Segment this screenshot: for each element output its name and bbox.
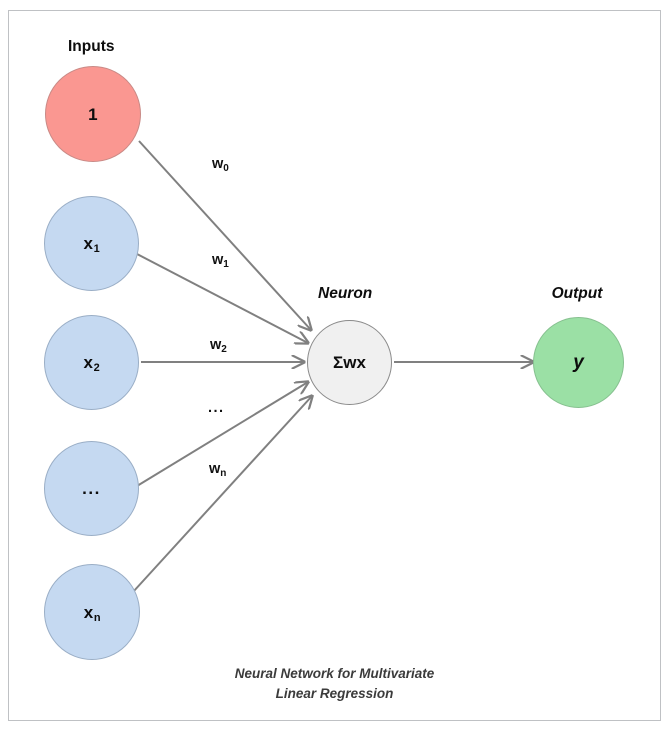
neuron-title: Neuron [318,285,373,302]
input-node-ellipsis-label: ... [82,479,101,498]
input-node-x1[interactable]: x1 [44,196,139,291]
input-node-x1-label: x1 [83,234,100,255]
input-node-bias-label: 1 [88,104,98,124]
neuron-node[interactable]: Σwx [307,320,392,405]
edge-xdots-to-neuron [136,382,308,487]
caption-line-2: Linear Regression [275,685,394,701]
input-node-ellipsis[interactable]: ... [44,441,139,536]
caption-line-1: Neural Network for Multivariate [234,666,435,681]
output-node-y-label: y [573,352,584,373]
edge-xn-to-neuron [132,396,312,593]
input-node-xn-label: xn [83,602,101,624]
edge-label-ellipsis: ... [208,400,225,416]
input-node-x2-label: x2 [83,353,100,374]
input-node-xn[interactable]: xn [44,564,140,660]
output-title: Output [551,285,603,302]
diagram-caption: Neural Network for Multivariate Linear R… [0,664,669,703]
inputs-title: Inputs [68,38,115,55]
input-node-bias[interactable]: 1 [45,66,141,162]
edge-label-wn: wn [209,461,227,479]
edge-label-w1: w1 [212,252,229,270]
edge-label-w2: w2 [210,337,227,355]
edge-x1-to-neuron [136,253,308,343]
input-node-x2[interactable]: x2 [44,315,139,410]
edge-bias-to-neuron [138,140,311,330]
output-node-y[interactable]: y [533,317,624,408]
neuron-node-label: Σwx [333,353,366,372]
edge-label-w0: w0 [212,156,229,174]
